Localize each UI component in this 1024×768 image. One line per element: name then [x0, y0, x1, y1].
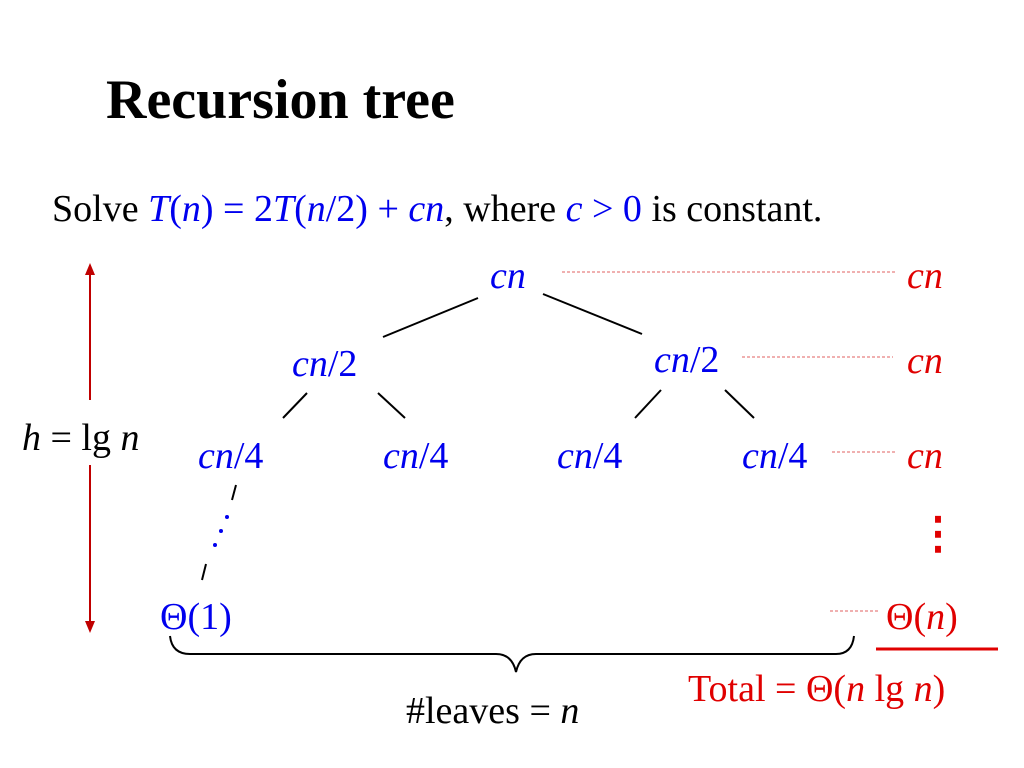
tree-node-level1: cn/2 — [654, 339, 720, 381]
level-cost-1: cn — [907, 340, 943, 382]
tree-node-root: cn — [490, 255, 526, 297]
height-label: h = lg n — [22, 417, 140, 459]
tree-node-level2: cn/4 — [198, 435, 264, 477]
level-cost-leaf: Θ(n) — [886, 596, 958, 638]
tree-node-level2: cn/4 — [383, 435, 449, 477]
problem-where: , where — [444, 188, 566, 230]
edge-l1b-left — [634, 389, 662, 419]
edge-leaf-bottom — [201, 563, 207, 581]
problem-prefix: Solve — [52, 188, 149, 230]
leaves-count-label: #leaves = n — [406, 690, 580, 732]
edge-root-left — [382, 297, 479, 338]
level-cost-ellipsis: ⋮ — [916, 509, 960, 558]
tree-node-level1: cn/2 — [292, 343, 358, 385]
tree-node-level2: cn/4 — [742, 435, 808, 477]
edge-leaf-top — [231, 484, 237, 501]
height-arrow — [85, 263, 95, 633]
page-title: Recursion tree — [106, 69, 455, 131]
recurrence: T(n) = 2T(n/2) + cn — [148, 188, 445, 230]
edge-l1a-left — [282, 392, 308, 419]
edge-l1b-right — [724, 389, 755, 419]
total-cost-label: Total = Θ(n lg n) — [688, 668, 946, 710]
problem-statement: Solve T(n) = 2T(n/2) + cn, where c > 0 i… — [52, 190, 822, 228]
leaves-brace — [169, 635, 855, 673]
constant-condition: c > 0 — [565, 188, 642, 230]
edge-root-right — [542, 293, 643, 335]
problem-suffix: is constant. — [641, 188, 823, 230]
tree-node-level2: cn/4 — [557, 435, 623, 477]
level-cost-2: cn — [907, 435, 943, 477]
edge-l1a-right — [377, 392, 406, 419]
tree-leaf-node: Θ(1) — [160, 596, 232, 638]
level-cost-0: cn — [907, 255, 943, 297]
